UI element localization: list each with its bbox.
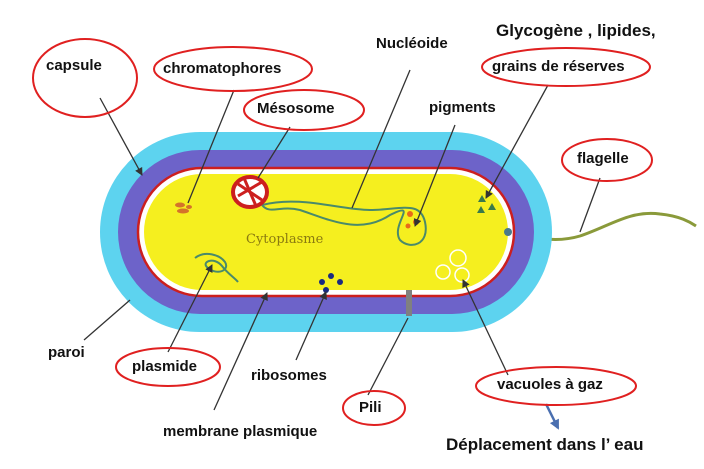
mesosome-structure: [231, 175, 269, 209]
pigment: [405, 223, 411, 229]
cytoplasm-area: [144, 174, 508, 290]
label-ribosomes: ribosomes: [251, 367, 327, 384]
reserve-grain: [478, 195, 486, 202]
leader-paroi: [83, 299, 131, 341]
leader-vacuoles: [462, 279, 509, 376]
leader-mesosome: [257, 126, 291, 179]
ribosome: [319, 279, 325, 285]
reserve-grain: [477, 206, 485, 213]
pili-structure: [406, 290, 412, 316]
circle-vacuoles: [475, 366, 637, 406]
circle-pili: [342, 390, 406, 426]
leader-grains: [485, 84, 549, 199]
circle-capsule: [32, 38, 138, 118]
leader-ribosomes: [295, 291, 327, 361]
label-vacuoles: vacuoles à gaz: [497, 376, 603, 393]
leader-flagelle: [579, 177, 601, 233]
label-pigments: pigments: [429, 99, 496, 116]
chromatophore: [175, 202, 185, 208]
label-chromatophores: chromatophores: [163, 60, 282, 77]
leader-chromatophores: [187, 89, 235, 204]
gas-vacuole: [435, 264, 451, 280]
circle-mesosome: [243, 89, 365, 131]
label-grains-reserves: grains de réserves: [492, 58, 625, 75]
ribosome: [328, 273, 334, 279]
circle-plasmide: [115, 347, 221, 387]
ribosome: [337, 279, 343, 285]
label-plasmide: plasmide: [132, 358, 198, 375]
nucleoid-dna: [261, 200, 427, 246]
label-glycogene: Glycogène , lipides,: [496, 21, 656, 40]
circle-grains: [481, 47, 651, 87]
leader-pili: [367, 317, 409, 396]
label-flagelle: flagelle: [577, 150, 629, 167]
circle-flagelle: [561, 138, 653, 182]
label-deplacement: Déplacement dans l’ eau: [446, 435, 644, 454]
leader-nucleoide: [351, 69, 411, 209]
label-membrane: membrane plasmique: [163, 423, 318, 440]
pigment: [407, 211, 413, 217]
label-cytoplasme: Cytoplasme: [246, 232, 324, 247]
leader-membrane: [213, 292, 268, 411]
gas-vacuole: [454, 267, 470, 283]
label-pili: Pili: [359, 399, 382, 416]
leader-capsule: [99, 97, 143, 176]
deplacement-arrow: [544, 403, 560, 430]
flagellum-base: [504, 228, 512, 236]
reserve-grain: [488, 203, 496, 210]
leader-pigments: [413, 124, 456, 227]
label-mesosome: Mésosome: [257, 100, 335, 117]
label-nucleoide: Nucléoide: [376, 35, 448, 52]
chromatophore: [186, 205, 192, 209]
chromatophore: [177, 208, 189, 214]
circle-chromatophores: [153, 46, 313, 92]
label-capsule: capsule: [46, 57, 102, 74]
label-paroi: paroi: [48, 344, 85, 361]
leader-plasmide: [167, 264, 213, 353]
gas-vacuole: [449, 249, 467, 267]
